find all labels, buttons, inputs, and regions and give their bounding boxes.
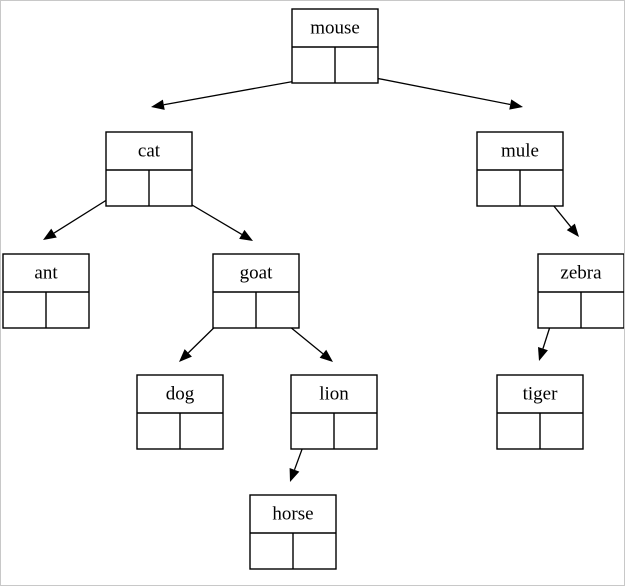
tree-node-mouse[interactable]: mouse — [291, 8, 379, 84]
tree-node-tiger[interactable]: tiger — [496, 374, 584, 450]
node-label-text: mule — [501, 140, 539, 161]
node-label-text: ant — [34, 262, 58, 283]
tree-node-mule[interactable]: mule — [476, 131, 564, 207]
node-label-text: mouse — [310, 17, 360, 38]
node-outline — [496, 374, 584, 450]
node-label-text: tiger — [523, 383, 558, 404]
node-label-text: lion — [319, 383, 349, 404]
edge-mouse-to-cat — [151, 78, 308, 110]
node-label-text: cat — [138, 140, 161, 161]
tree-node-zebra[interactable]: zebra — [537, 253, 624, 329]
nodes-layer: mouse cat mule ant goat zebra dog lion tiger hors… — [2, 8, 624, 570]
tree-node-horse[interactable]: horse — [249, 494, 337, 570]
tree-node-dog[interactable]: dog — [136, 374, 224, 450]
node-label-text: horse — [272, 503, 313, 524]
node-label-text: zebra — [560, 262, 602, 283]
tree-node-lion[interactable]: lion — [290, 374, 378, 450]
tree-node-ant[interactable]: ant — [2, 253, 90, 329]
node-label-text: goat — [240, 262, 273, 283]
tree-node-goat[interactable]: goat — [212, 253, 300, 329]
tree-node-cat[interactable]: cat — [105, 131, 193, 207]
node-label-text: dog — [166, 383, 195, 404]
